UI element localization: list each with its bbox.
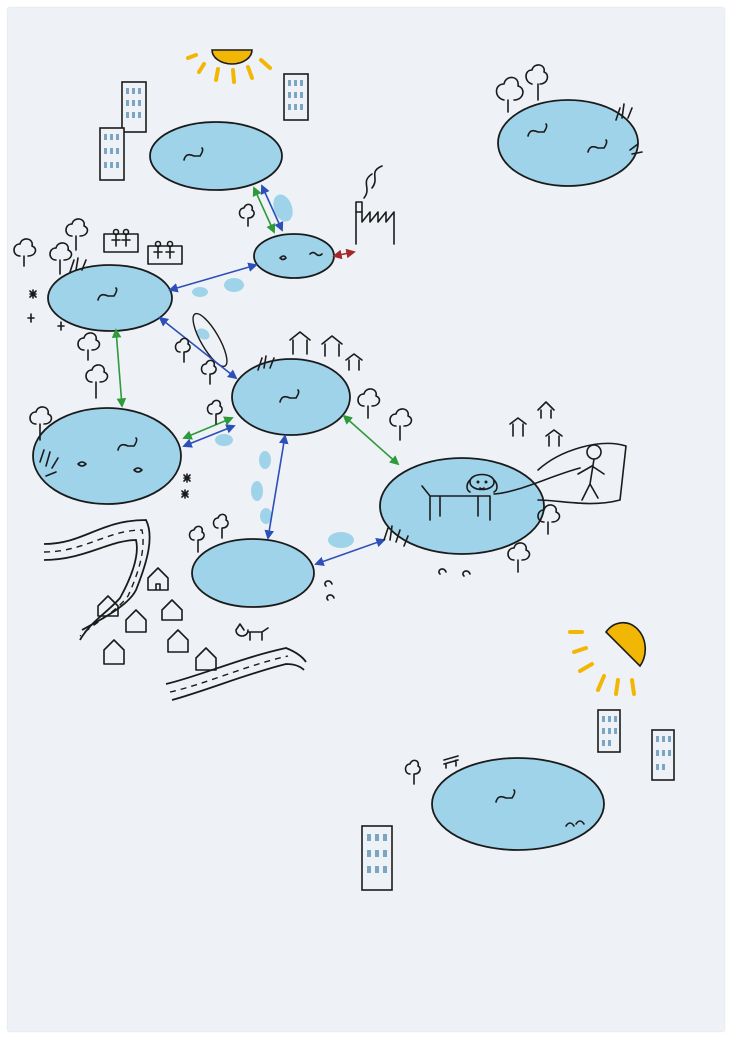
- building-icon: [284, 74, 308, 120]
- sun-top-icon: [188, 50, 270, 82]
- pond-picnic-west: [48, 265, 172, 331]
- building-icon: [122, 82, 146, 132]
- building-icon: [598, 710, 620, 752]
- building-icon: [362, 826, 392, 890]
- pond-city-southeast: [432, 758, 604, 850]
- bench-icon: [444, 756, 458, 768]
- pond-dog: [380, 458, 544, 554]
- pond-city-north: [150, 122, 282, 190]
- building-icon: [100, 128, 124, 180]
- person-icon: [538, 443, 626, 503]
- sun-bottom-icon: [570, 623, 645, 694]
- cat-icon: [236, 624, 268, 640]
- factory-icon: [356, 166, 394, 244]
- pond-south: [192, 539, 314, 607]
- pond-central: [232, 359, 350, 435]
- building-icon: [652, 730, 674, 780]
- pond-southwest: [33, 408, 181, 504]
- pond-factory: [254, 234, 334, 278]
- picnic-icon: [104, 230, 182, 265]
- pond-park-northeast: [498, 100, 638, 186]
